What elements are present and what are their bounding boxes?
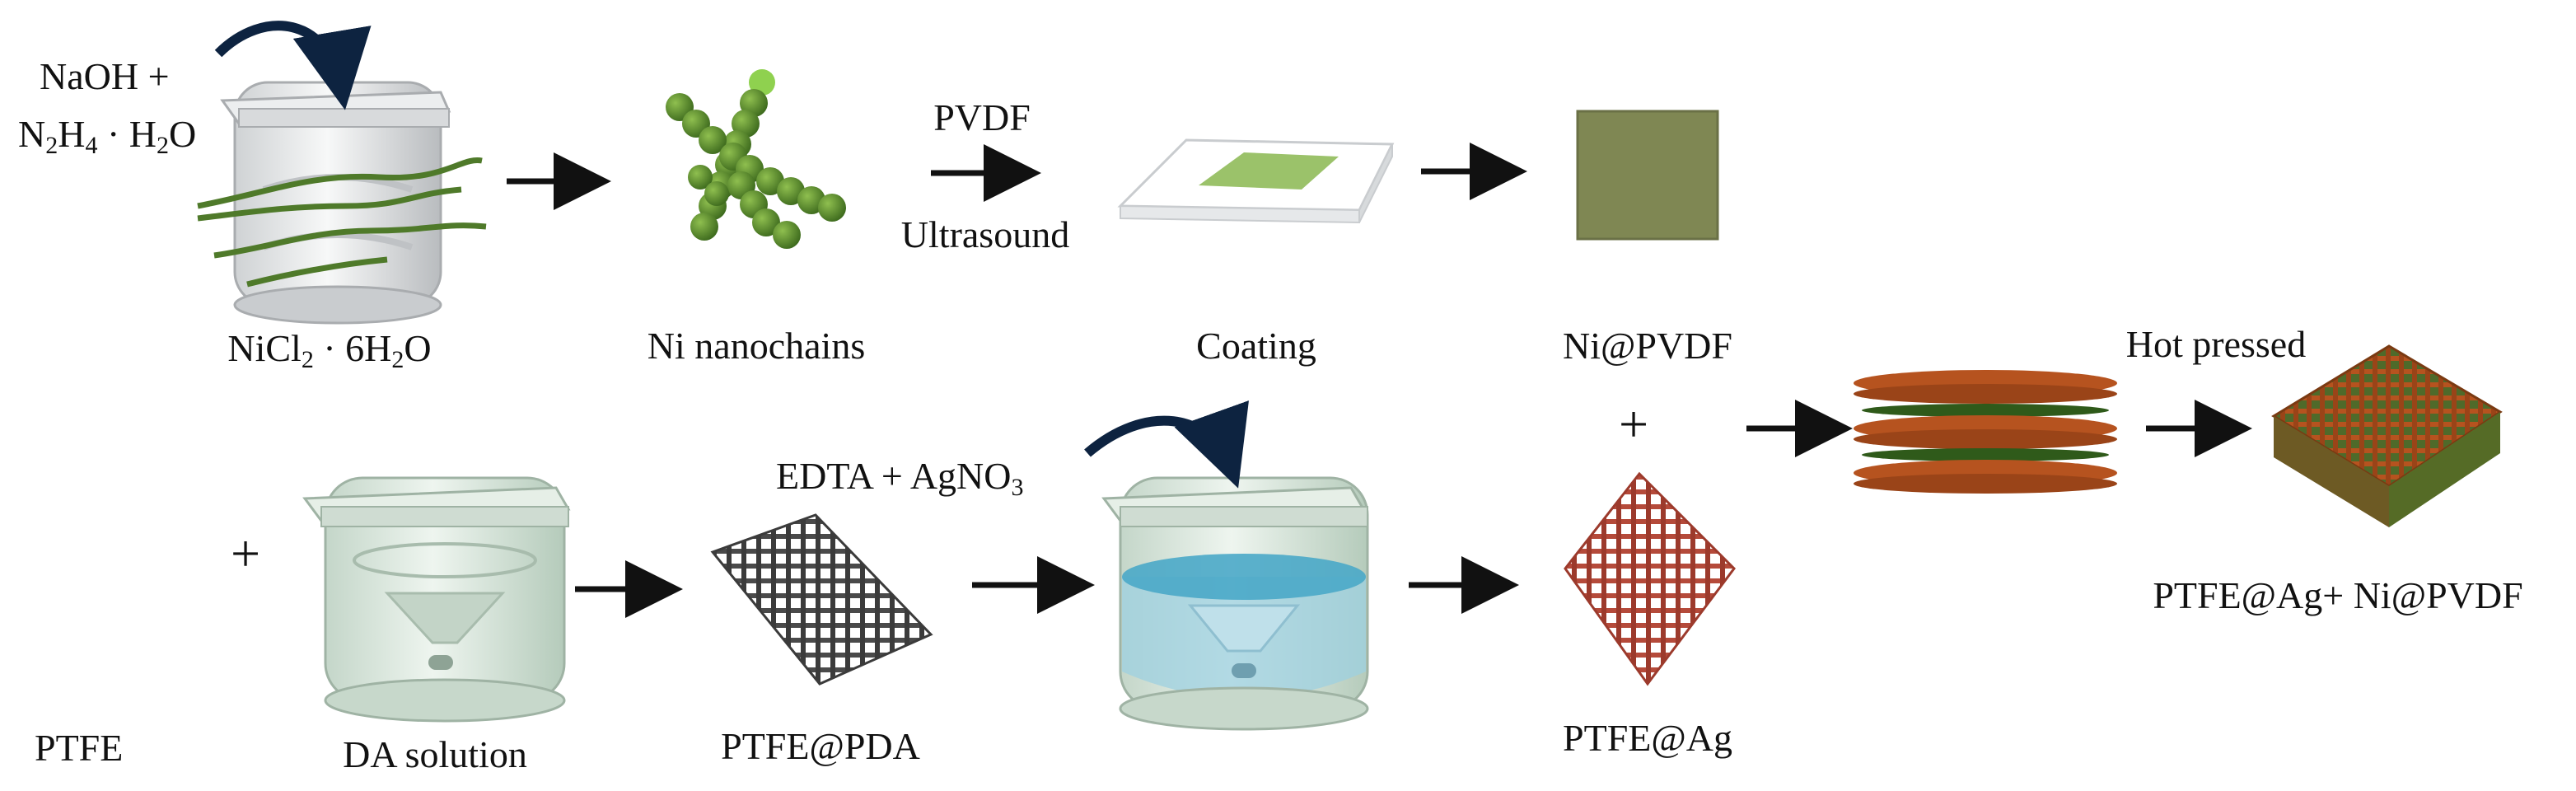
reactor-nicl2 — [197, 21, 487, 325]
label-ptfe-pda: PTFE@PDA — [721, 725, 920, 767]
composite-block-image — [2271, 344, 2503, 527]
label-ni-nanochains: Ni nanochains — [647, 325, 866, 367]
plus-sign-ag: + — [1619, 395, 1649, 453]
ptfe-pda-mesh-image — [710, 513, 933, 686]
label-pvdf: PVDF — [933, 96, 1031, 138]
addition-arrow — [214, 21, 372, 110]
layer-stack-image — [1854, 370, 2117, 494]
ni-chain-strand — [197, 186, 462, 222]
reagent-edta-agno3: EDTA + AgNO3 — [776, 455, 1024, 501]
plus-sign-ptfe: + — [231, 524, 261, 583]
label-ni-pvdf: Ni@PVDF — [1563, 325, 1732, 367]
label-nicl2: NiCl2 · 6H2O — [227, 327, 432, 373]
label-da-solution: DA solution — [343, 733, 527, 775]
ptfe-ag-mesh-image — [1564, 471, 1736, 686]
ni-chain-strand — [197, 157, 483, 209]
ag-plating-beaker — [1084, 400, 1369, 731]
label-ptfe: PTFE — [35, 727, 124, 769]
ni-pvdf-film-image — [1576, 110, 1719, 241]
reagent-naoh: NaOH + — [40, 55, 170, 97]
reagent-hydrazine: N2H4 · H2O — [18, 113, 197, 159]
label-composite: PTFE@Ag+ Ni@PVDF — [2153, 574, 2523, 616]
label-hot-pressed: Hot pressed — [2125, 323, 2307, 365]
addition-arrow — [1084, 400, 1249, 489]
ni-nanochains-image — [666, 69, 846, 249]
ni-chain-strand — [213, 222, 487, 259]
label-coating: Coating — [1196, 325, 1316, 367]
label-ultrasound: Ultrasound — [900, 213, 1070, 255]
da-solution-beaker — [302, 476, 571, 723]
label-ptfe-ag: PTFE@Ag — [1563, 717, 1732, 759]
coating-slide-image — [1117, 138, 1395, 224]
ni-chain-strand — [246, 256, 388, 288]
